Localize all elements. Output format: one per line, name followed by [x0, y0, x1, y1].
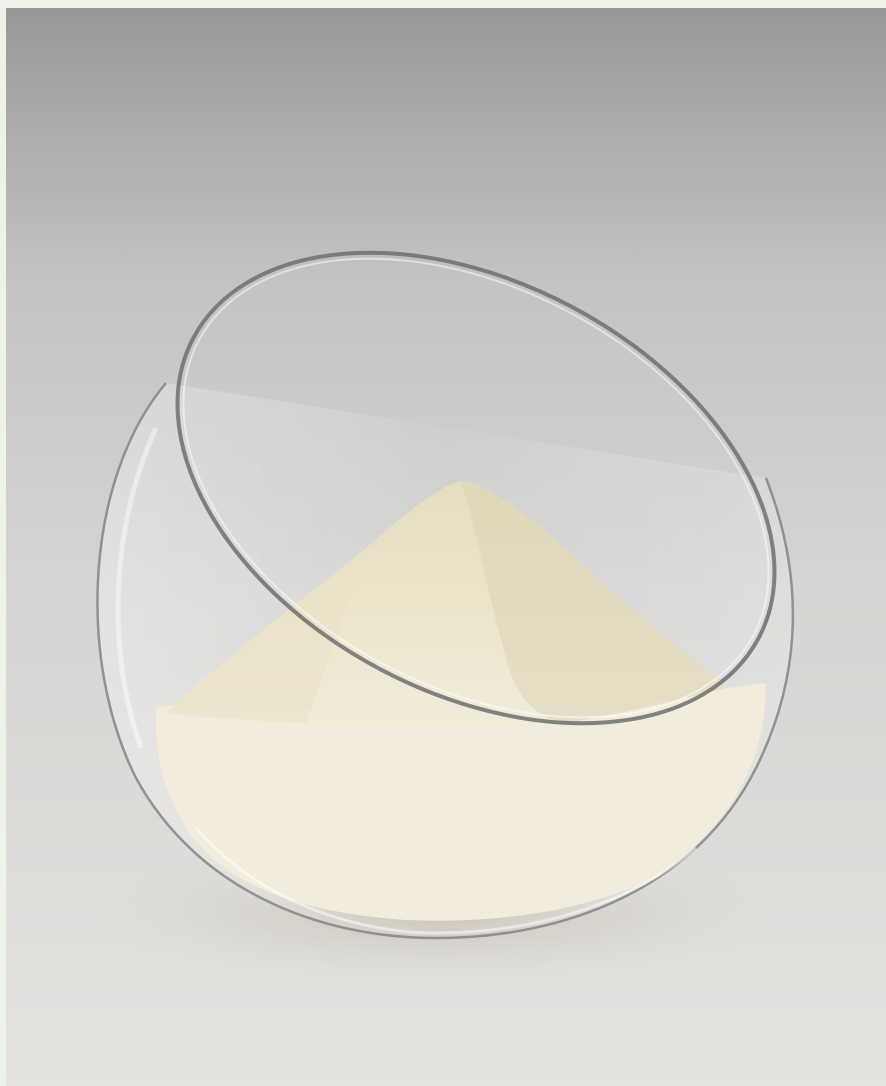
glass-bowl-with-powder-icon [6, 8, 886, 1086]
product-photo [6, 8, 886, 1086]
